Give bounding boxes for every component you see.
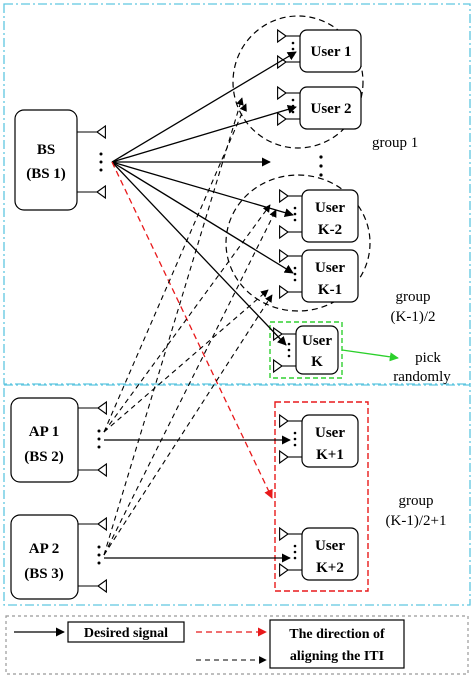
pick-label-sub: randomly — [393, 369, 451, 385]
user-k-minus-1-label-sub: K-1 — [318, 282, 342, 298]
user-2-antenna-icon — [277, 85, 300, 127]
legend-desired-label: Desired signal — [84, 626, 168, 641]
bs-antenna-icon — [77, 124, 106, 200]
group-1-label: group 1 — [372, 135, 418, 151]
ap2-iti-arrow-2 — [103, 209, 277, 556]
user-k-label: User — [302, 333, 332, 349]
bs-to-user-2-arrow — [111, 104, 297, 163]
legend-direction-label: The direction of — [289, 627, 385, 642]
user-k-minus-2-label-sub: K-2 — [318, 222, 342, 238]
ap2-iti-arrow-1 — [103, 97, 244, 556]
user-2-node: User 2 — [299, 86, 362, 130]
ap2-node: AP 2 (BS 3) — [10, 514, 79, 600]
user-1-node: User 1 — [299, 29, 362, 73]
signal-arrows — [103, 51, 399, 563]
user-2-label: User 2 — [311, 101, 352, 117]
bs-to-user-k-minus-1-arrow — [111, 161, 294, 274]
user-k-label-sub: K — [311, 354, 323, 370]
ap1-antenna-icon — [78, 400, 107, 478]
user-k-antenna-icon — [273, 326, 296, 374]
legend: Desired signal The direction of aligning… — [14, 619, 405, 669]
user-k-plus-2-antenna-icon — [279, 526, 302, 578]
user-k-minus-2-antenna-icon — [279, 188, 302, 240]
legend-region — [5, 615, 469, 675]
ap2-label-sub: (BS 3) — [24, 566, 64, 582]
group-2-label: group — [396, 289, 431, 305]
ap2-iti-arrow-3 — [103, 294, 273, 556]
bs-label: BS — [37, 142, 55, 158]
ap1-iti-arrow-3 — [103, 289, 269, 433]
bs-node: BS (BS 1) — [14, 109, 78, 211]
macro-cell-region — [3, 3, 471, 385]
user-k-minus-1-label: User — [315, 260, 345, 276]
user-k-plus-1-node: User K+1 — [301, 414, 359, 468]
user-1-antenna-icon — [277, 28, 300, 70]
pick-randomly-arrow — [341, 349, 399, 362]
bs-to-user-k-arrow — [111, 161, 287, 346]
pick-label: pick — [415, 350, 441, 366]
user-k-node: User K — [295, 325, 339, 375]
bs-label-sub: (BS 1) — [26, 166, 66, 182]
user-k-minus-2-node: User K-2 — [301, 189, 359, 243]
bs-to-user-k-minus-2-arrow — [111, 161, 294, 218]
ap1-iti-arrow-1 — [103, 103, 247, 433]
user-k-plus-1-antenna-icon — [279, 413, 302, 465]
user-k-plus-2-node: User K+2 — [301, 527, 359, 581]
bs-to-user-1-arrow — [111, 51, 297, 163]
legend-desired-box — [67, 621, 185, 643]
iti-direction-arrow — [111, 161, 273, 499]
ap1-label: AP 1 — [29, 424, 59, 440]
user-k-plus-1-label: User — [315, 425, 345, 441]
antenna-arrays — [77, 28, 302, 594]
user-k-plus-2-label-sub: K+2 — [316, 560, 344, 576]
user-k-minus-2-label: User — [315, 200, 345, 216]
group-1-ellipse — [232, 15, 364, 149]
ap2-antenna-icon — [78, 516, 107, 594]
user-k-minus-1-antenna-icon — [279, 248, 302, 300]
user-k-plus-1-label-sub: K+1 — [316, 447, 344, 463]
group-2-ellipse — [225, 174, 371, 312]
user-k-plus-2-label: User — [315, 538, 345, 554]
group-2-label-sub: (K-1)/2 — [391, 309, 436, 325]
ap2-label: AP 2 — [29, 541, 59, 557]
legend-direction-box — [269, 619, 405, 669]
user-1-label: User 1 — [311, 44, 352, 60]
group-3-label: group — [399, 493, 434, 509]
ap1-node: AP 1 (BS 2) — [10, 397, 79, 483]
group-3-box — [274, 401, 369, 592]
ap1-label-sub: (BS 2) — [24, 449, 64, 465]
user-k-minus-1-node: User K-1 — [301, 249, 359, 303]
small-cell-region — [3, 384, 471, 606]
ap1-iti-arrow-2 — [103, 204, 271, 433]
user-ellipsis-icon — [319, 155, 323, 177]
group-3-label-sub: (K-1)/2+1 — [386, 513, 447, 529]
legend-direction-label-sub: aligning the ITI — [290, 649, 384, 664]
